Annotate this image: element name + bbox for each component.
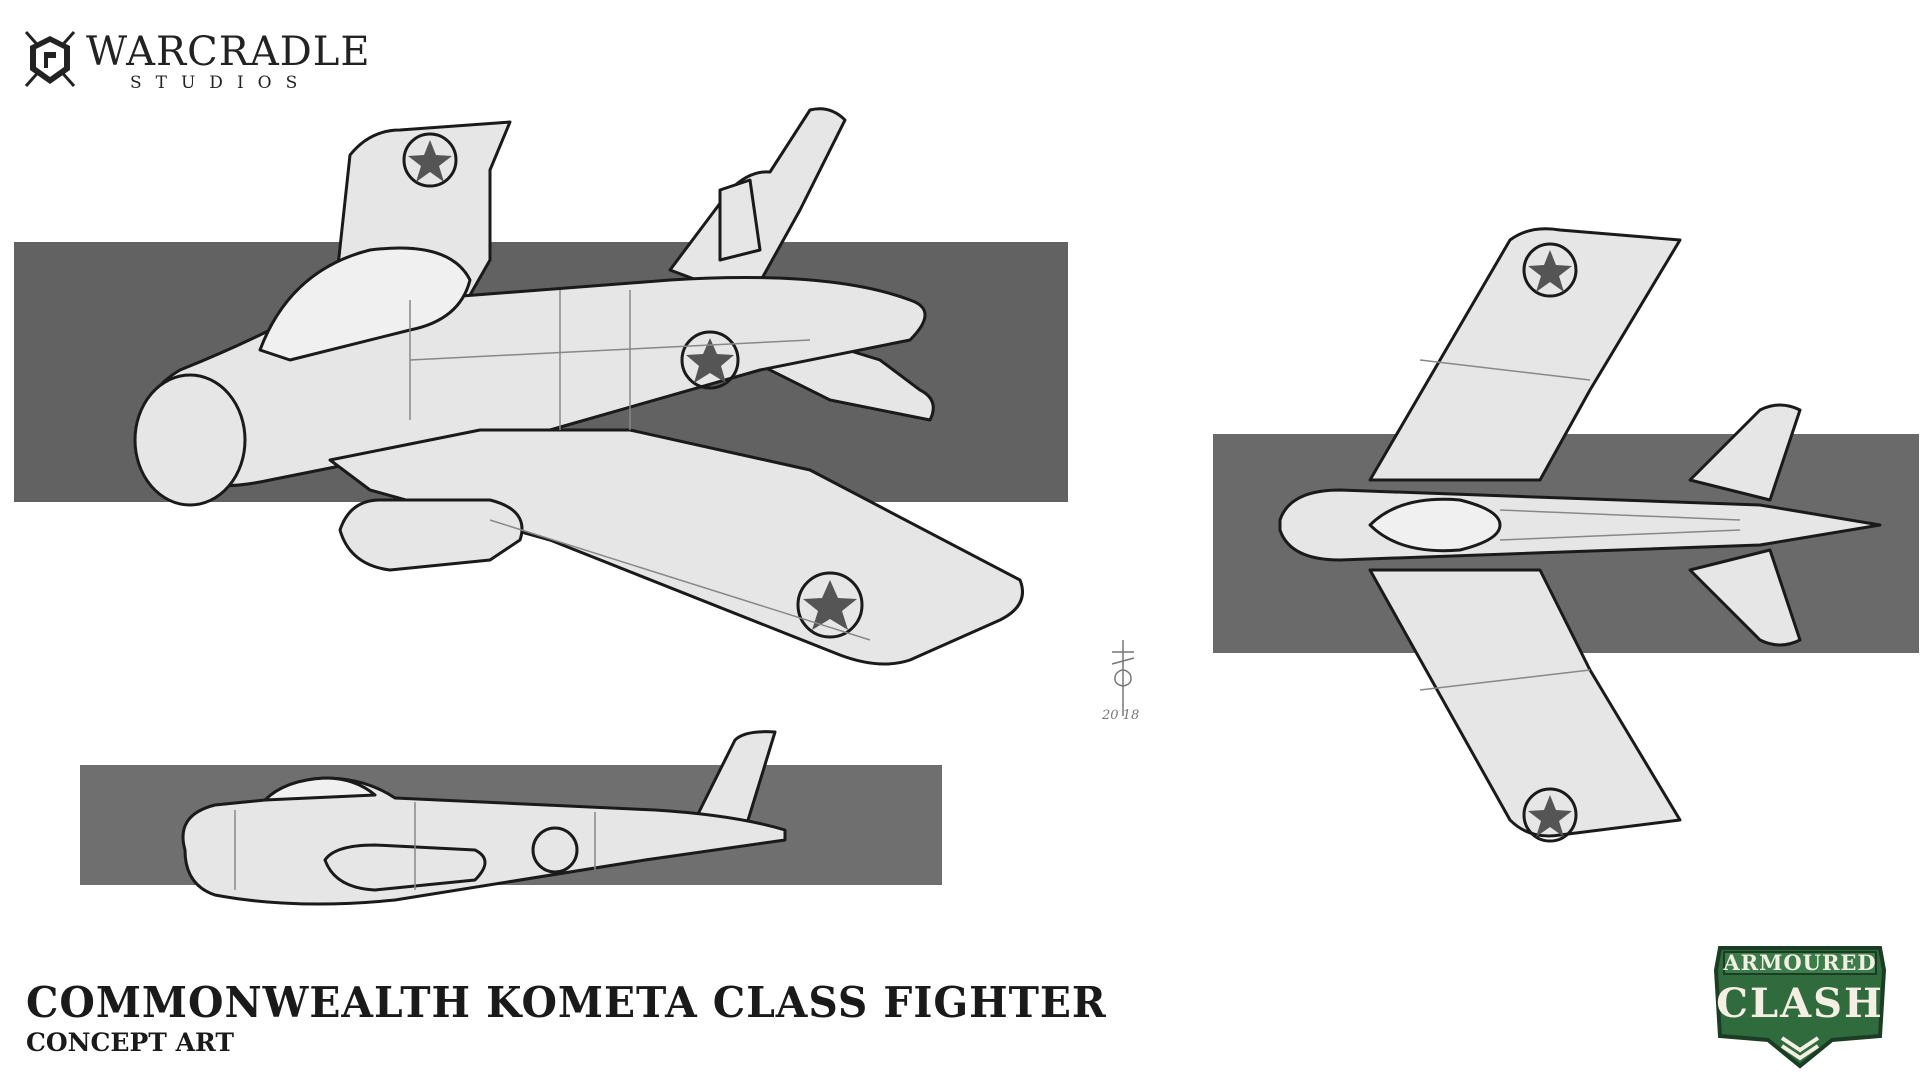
brand-subtitle: STUDIOS xyxy=(130,73,312,93)
cockpit-canopy xyxy=(258,246,472,362)
game-logo-line2: CLASH xyxy=(1716,980,1884,1027)
signature-date: 20 18 xyxy=(1102,708,1140,723)
artist-signature: 20 18 xyxy=(1098,638,1148,748)
page-title: COMMONWEALTH KOMETA CLASS FIGHTER xyxy=(26,978,1107,1027)
title-block: COMMONWEALTH KOMETA CLASS FIGHTER CONCEP… xyxy=(26,980,1140,1058)
side-tail-fin xyxy=(693,730,777,832)
lower-wing xyxy=(328,428,1024,666)
page-subtitle: CONCEPT ART xyxy=(26,1028,234,1057)
side-engine-pod xyxy=(323,843,487,892)
game-logo-line1: ARMOURED xyxy=(1723,950,1877,975)
tail-rudder xyxy=(718,178,762,262)
top-stabilizer-upper xyxy=(1688,403,1802,502)
side-cockpit xyxy=(263,776,377,802)
aircraft-isometric-view xyxy=(110,100,1050,700)
brand-name: WARCRADLE xyxy=(86,29,371,75)
tail-fin xyxy=(668,107,847,302)
engine-pod xyxy=(338,498,524,572)
nose-cone xyxy=(133,373,247,507)
top-stabilizer-lower xyxy=(1688,548,1802,647)
star-roundel-icon xyxy=(402,132,458,188)
side-roundel xyxy=(531,826,579,874)
warcradle-logo: WARCRADLE STUDIOS xyxy=(20,28,370,93)
top-wing-upper xyxy=(1368,227,1682,482)
aircraft-side-view xyxy=(175,720,795,920)
crossed-swords-shield-logo-icon xyxy=(24,31,76,87)
armoured-clash-badge-icon xyxy=(1713,946,1887,1069)
top-cockpit xyxy=(1368,497,1502,553)
armoured-clash-logo: ARMOURED CLASH xyxy=(1712,940,1888,1070)
aircraft-top-view xyxy=(1260,220,1900,870)
top-wing-lower xyxy=(1368,568,1682,838)
